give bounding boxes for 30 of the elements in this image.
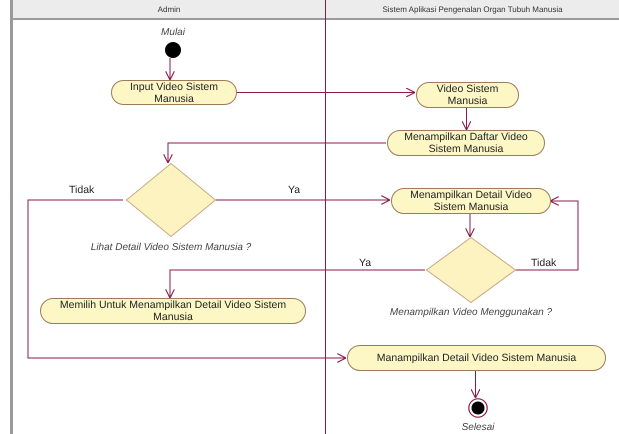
edge-label: Ya — [358, 257, 372, 269]
activity-box: Input Video Sistem Manusia — [111, 80, 237, 105]
edge-label: Ya — [287, 184, 302, 196]
start-node — [165, 42, 181, 58]
caption-text: Menampilkan Video Menggunakan ? — [390, 307, 552, 318]
arrow — [461, 108, 472, 131]
arrow — [164, 58, 176, 81]
activity-box: Menampilkan Daftar Video Sistem Manusia — [387, 130, 545, 156]
arrow — [464, 214, 476, 238]
caption-text: Lihat Detail Video Sistem Manusia ? — [90, 242, 252, 253]
activity-box: Menampilkan Detail Video Sistem Manusia — [391, 188, 551, 214]
activity-box: Memilih Untuk Menampilkan Detail Video Sistem Manusia — [40, 298, 306, 324]
swimlane — [325, 0, 619, 434]
edge-label: Tidak — [68, 184, 96, 196]
decision-diamond — [426, 237, 516, 303]
caption-text: Selesai — [462, 422, 494, 433]
arrow — [164, 270, 426, 299]
arrow — [162, 142, 386, 164]
arrow — [514, 196, 578, 270]
edge-label: Tidak — [530, 257, 558, 269]
caption-text: Mulai — [161, 27, 185, 38]
activity-box: Manampilkan Detail Video Sistem Manusia — [347, 345, 606, 371]
arrow — [28, 200, 347, 364]
decision-diamond — [126, 163, 216, 237]
swimlane — [10, 0, 325, 434]
activity-box: Video Sistem Manusia — [416, 82, 519, 108]
end-node — [468, 398, 488, 418]
lane-header: Admin — [13, 0, 325, 20]
arrow — [470, 370, 481, 399]
lane-header: Sistem Aplikasi Pengenalan Organ Tubuh Manusia — [326, 0, 619, 20]
